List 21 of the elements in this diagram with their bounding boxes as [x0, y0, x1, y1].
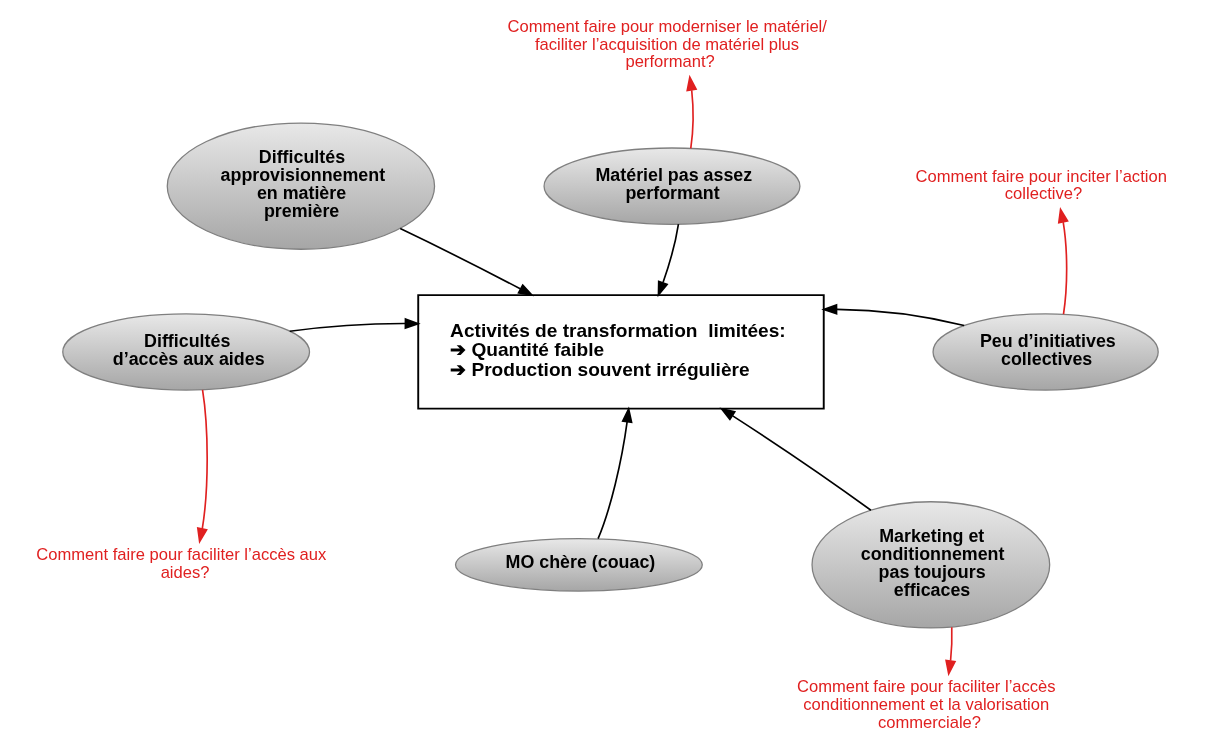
node-text: Comment faire pour faciliter l’accès aux aides? — [35, 545, 326, 583]
arrow — [719, 407, 872, 512]
node-text: Comment faire pour faciliter l’accès conditionnement et la valorisation commerciale? — [796, 677, 1056, 732]
arrow — [944, 626, 956, 677]
arrow — [398, 227, 534, 297]
node-ellipse: Peu d’initiatives collectives — [931, 313, 1159, 391]
node-box: Activités de transformation limitées: ➔ Quantité faible ➔ Production souvent irrégulière — [416, 294, 825, 410]
arrow — [820, 303, 965, 327]
arrow — [596, 406, 633, 540]
node-ellipse: Marketing et conditionnement pas toujours efficaces — [810, 501, 1050, 629]
node-ellipse: Matériel pas assez performant — [542, 147, 801, 225]
arrow — [196, 389, 208, 544]
arrow — [288, 317, 421, 333]
node-text: Comment faire pour moderniser le matériel/ faciliter l’acquisition de matériel plus performant? — [506, 16, 827, 72]
node-ellipse: Difficultés approvisionnement en matière première — [166, 122, 435, 250]
arrow — [657, 223, 679, 298]
node-text: Comment faire pour inciter l’action collective? — [915, 166, 1167, 204]
node-ellipse: MO chère (couac) — [454, 538, 703, 592]
arrow — [1057, 206, 1069, 315]
arrow — [685, 74, 697, 150]
node-ellipse: Difficultés d’accès aux aides — [61, 313, 310, 391]
